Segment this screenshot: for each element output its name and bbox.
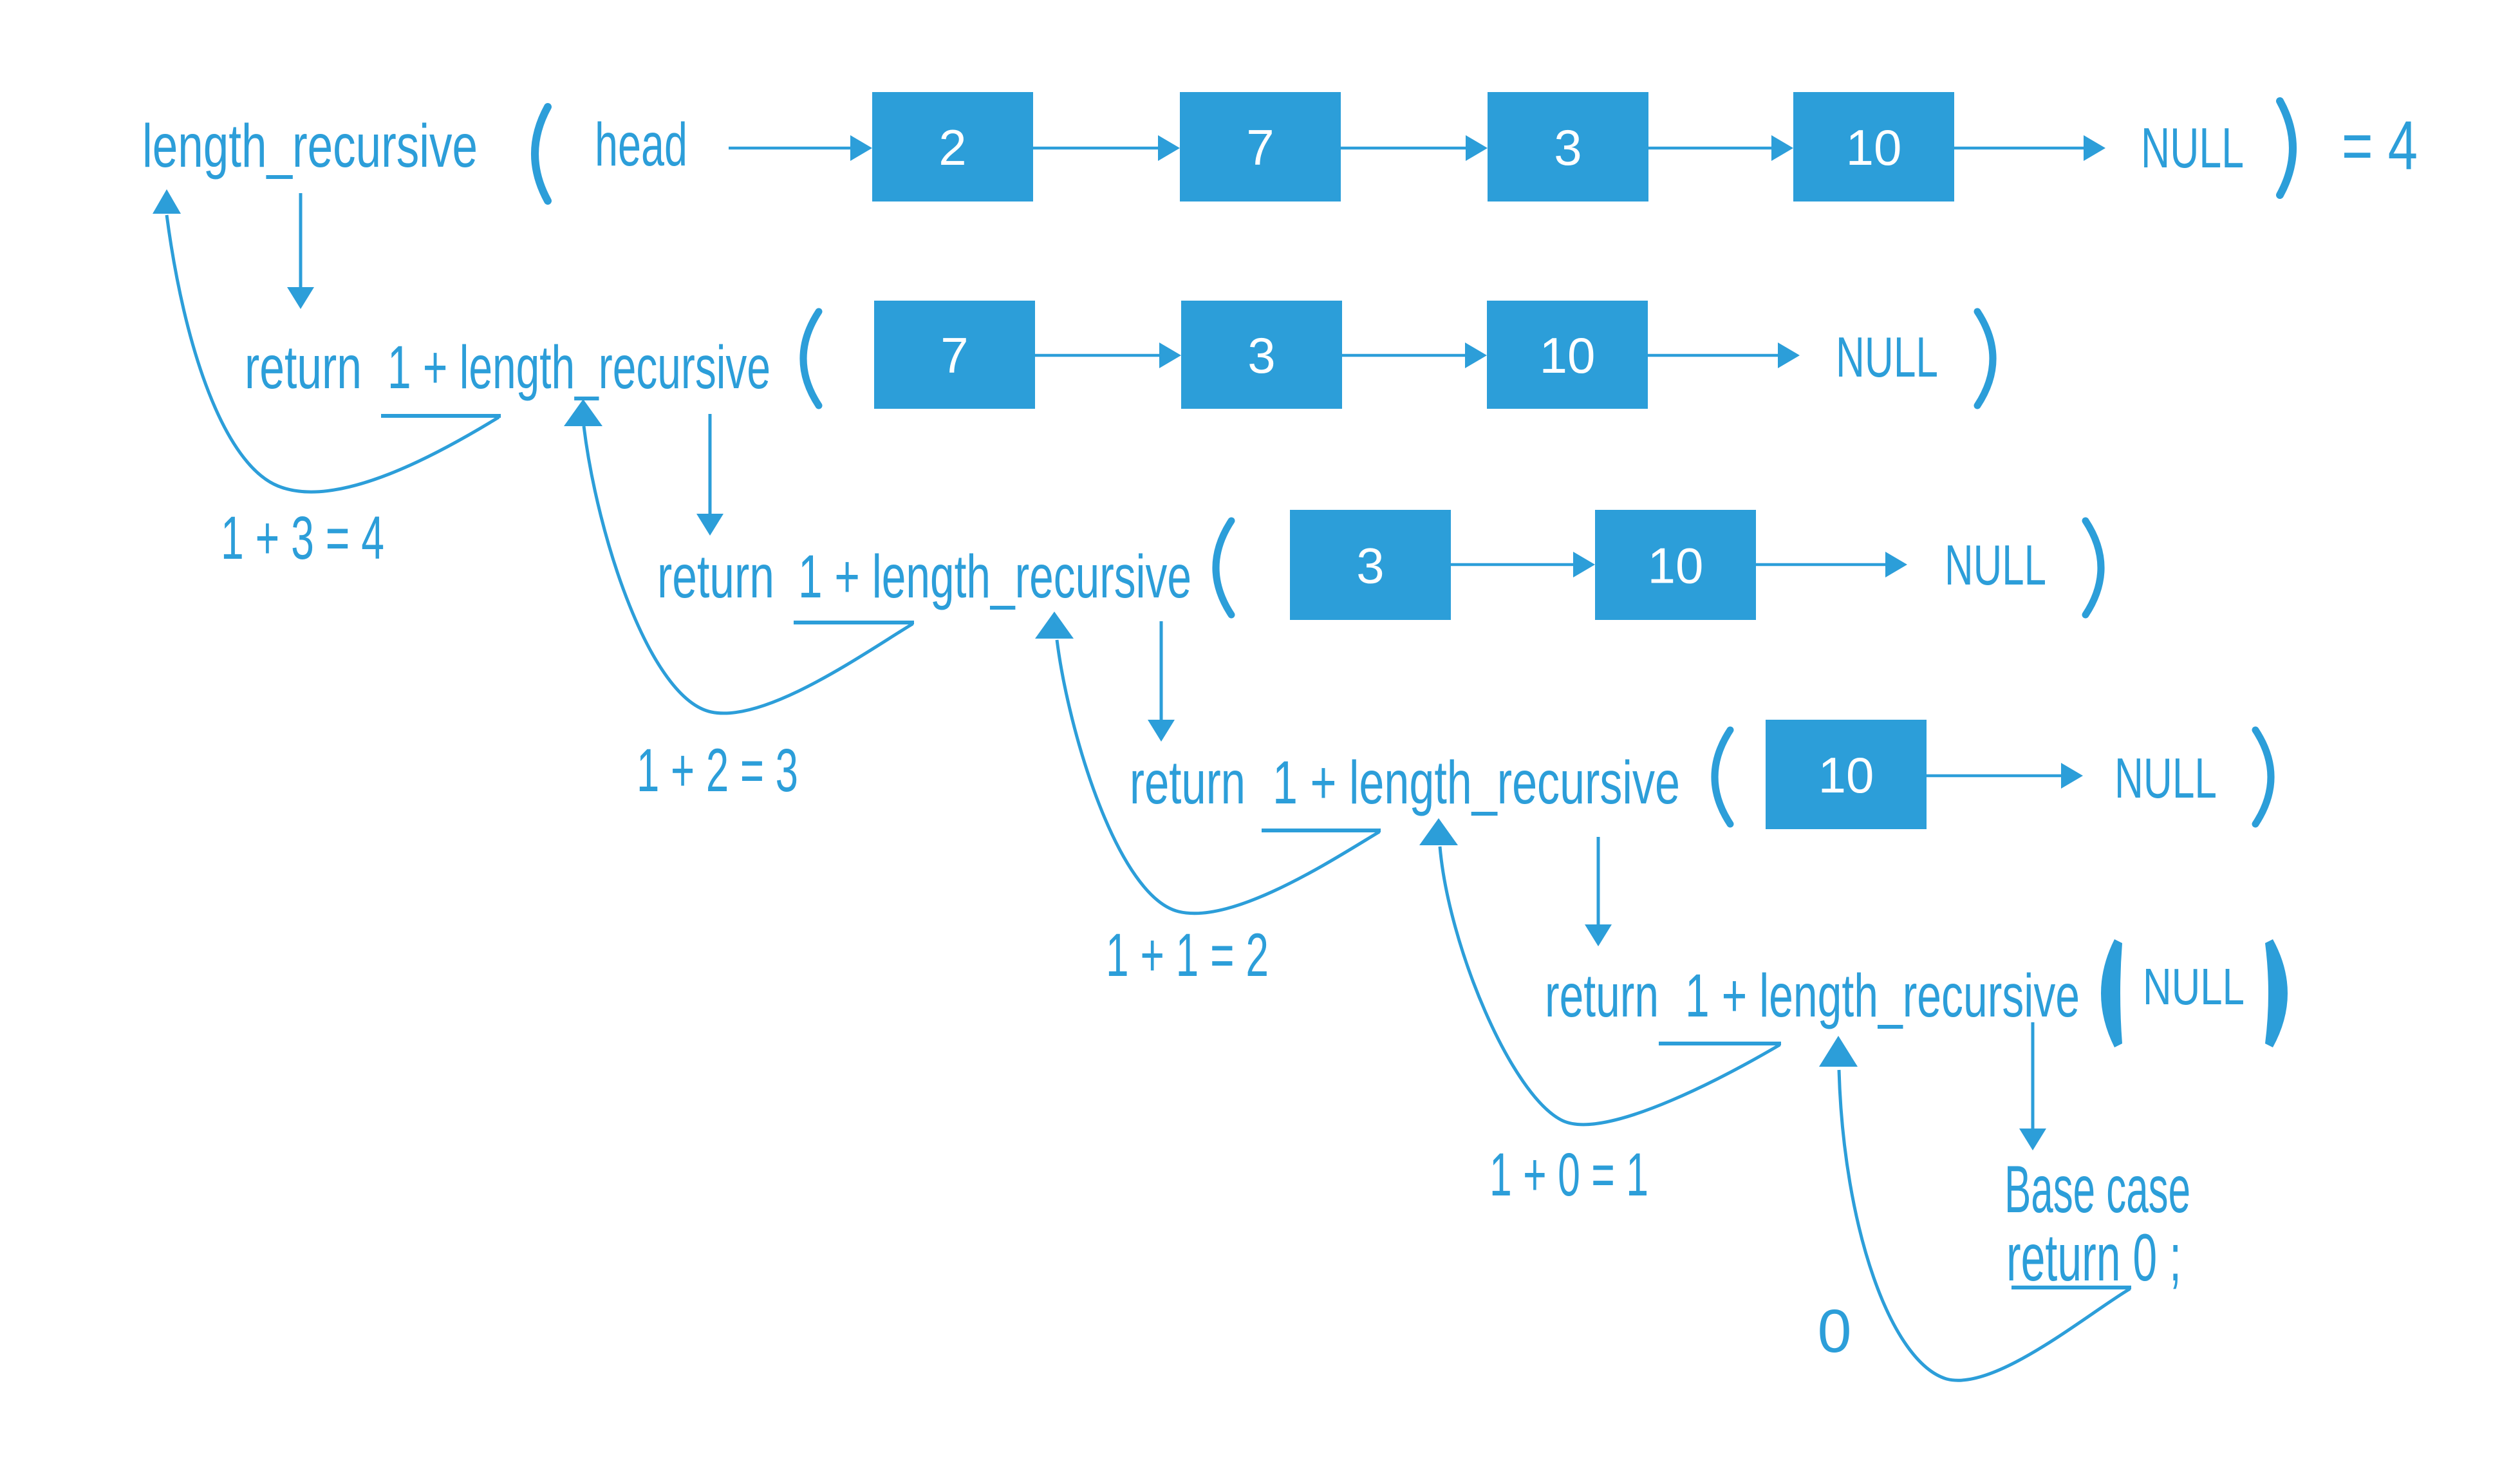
svg-text:3: 3 <box>1554 119 1582 176</box>
svg-text:return 0 ;: return 0 ; <box>2006 1221 2181 1295</box>
svg-text:3: 3 <box>1247 327 1275 384</box>
svg-text:1 + 3 = 4: 1 + 3 = 4 <box>221 504 384 572</box>
svg-text:1 + 0 = 1: 1 + 0 = 1 <box>1489 1141 1648 1209</box>
svg-text:NULL: NULL <box>2143 958 2245 1015</box>
svg-text:10: 10 <box>1846 119 1902 176</box>
svg-text:NULL: NULL <box>2114 746 2217 810</box>
svg-text:3: 3 <box>1356 538 1384 594</box>
svg-text:= 4: = 4 <box>2342 106 2418 184</box>
svg-text:return: return <box>1130 749 1246 817</box>
svg-text:1 + 1 = 2: 1 + 1 = 2 <box>1106 921 1269 989</box>
svg-text:NULL: NULL <box>2141 116 2244 180</box>
svg-text:10: 10 <box>1540 327 1596 384</box>
svg-text:return: return <box>245 333 362 402</box>
svg-text:Base case: Base case <box>2004 1152 2190 1227</box>
svg-text:1 + length_recursive: 1 + length_recursive <box>387 333 770 402</box>
svg-text:1 + length_recursive: 1 + length_recursive <box>1685 962 2080 1030</box>
svg-text:return: return <box>1545 962 1659 1030</box>
svg-text:2: 2 <box>938 119 966 176</box>
svg-text:NULL: NULL <box>1945 533 2046 597</box>
svg-text:7: 7 <box>940 327 968 384</box>
svg-text:10: 10 <box>1648 538 1704 594</box>
svg-text:1 + length_recursive: 1 + length_recursive <box>1273 749 1680 817</box>
svg-text:head: head <box>595 111 687 179</box>
svg-text:10: 10 <box>1818 747 1874 803</box>
svg-text:length_recursive: length_recursive <box>142 112 478 180</box>
svg-text:1 + length_recursive: 1 + length_recursive <box>798 543 1191 611</box>
svg-text:NULL: NULL <box>1836 325 1938 389</box>
svg-text:7: 7 <box>1246 119 1274 176</box>
svg-text:return: return <box>657 543 774 611</box>
svg-text:0: 0 <box>1818 1297 1852 1365</box>
svg-text:1 + 2 = 3: 1 + 2 = 3 <box>637 736 798 805</box>
